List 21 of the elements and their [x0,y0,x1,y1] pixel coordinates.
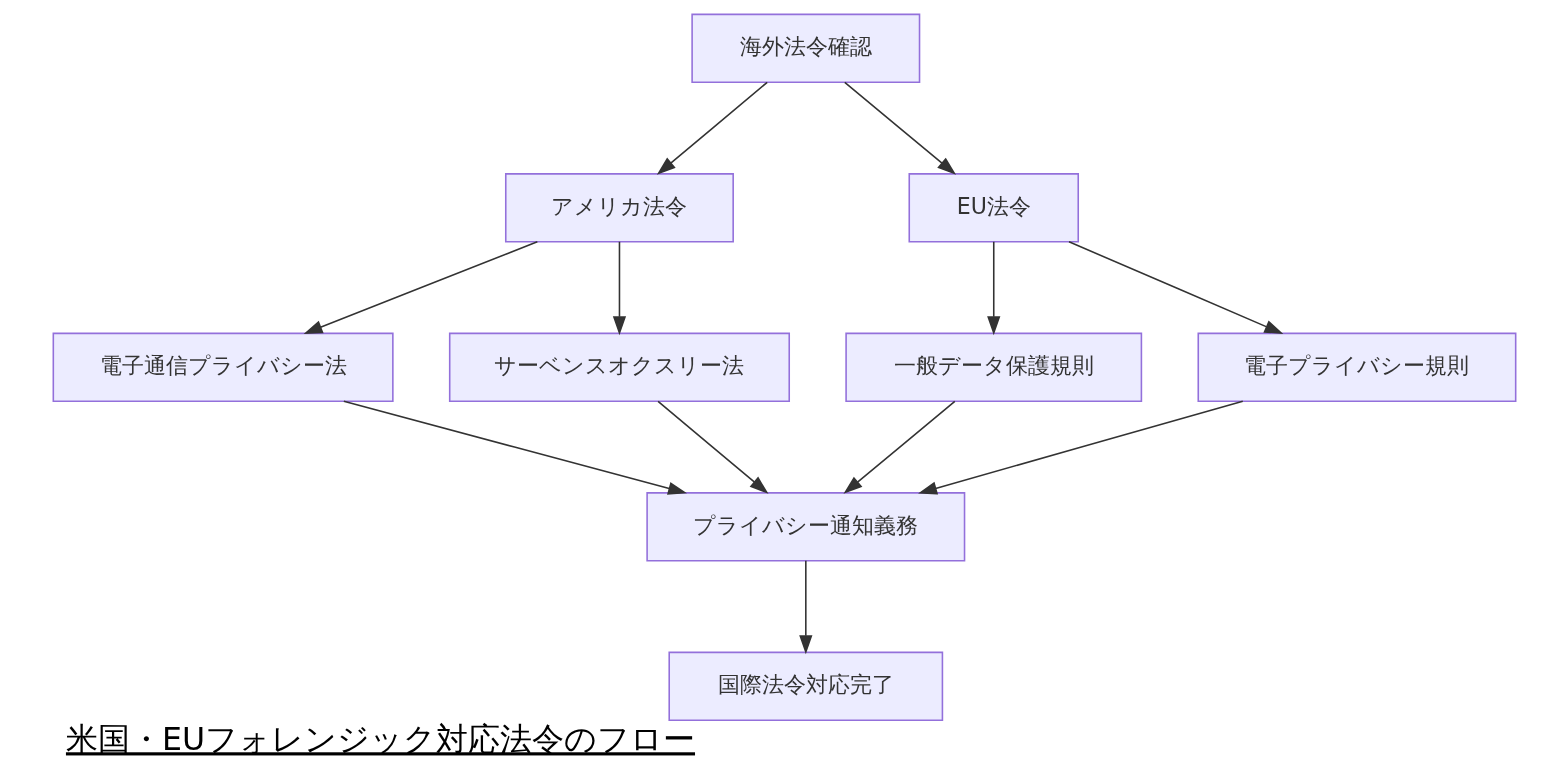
arrow [917,400,1244,495]
node-box: 海外法令確認 [690,13,920,84]
node-box: EU法令 [907,173,1079,243]
node-box: プライバシー通知義務 [645,492,965,562]
arrow [656,400,768,494]
arrow [656,81,768,175]
arrow [612,241,626,336]
node-box: サーベンスオクスリー法 [448,332,790,403]
arrow [303,241,538,334]
caption: 米国・EUフォレンジック対応法令のフロー [65,721,695,758]
arrow [986,241,1000,336]
node-box: 電子プライバシー規則 [1196,332,1516,403]
arrow [843,81,956,175]
node-box: 電子通信プライバシー法 [52,332,394,403]
node-box: 一般データ保護規則 [844,332,1142,403]
arrow [843,400,956,494]
arrow [798,560,812,655]
arrow [342,400,687,495]
arrow [1067,241,1283,335]
node-box: アメリカ法令 [504,173,734,243]
node-box: 国際法令対応完了 [667,651,943,722]
